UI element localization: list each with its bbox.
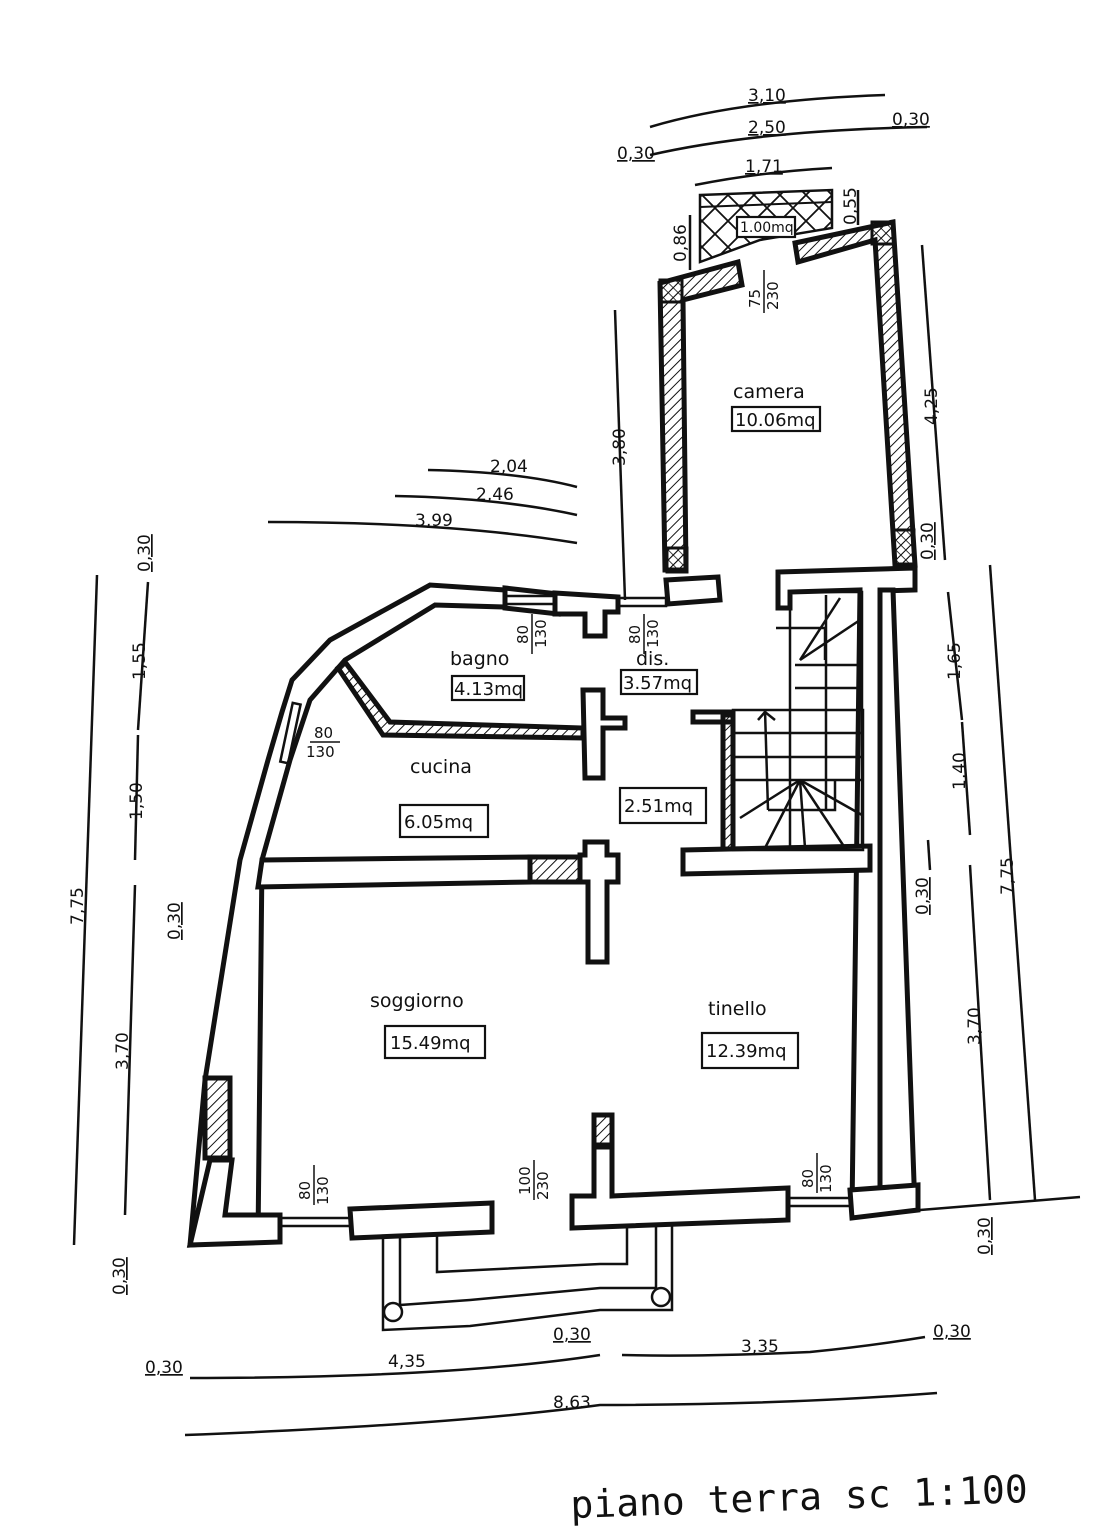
room-tinello: tinello	[708, 998, 767, 1020]
svg-text:130: 130	[644, 619, 662, 648]
area-bagno: 4.13mq	[454, 679, 523, 700]
dimensions-middle: 2,04 2,46 3,99 3,80	[267, 309, 630, 601]
svg-text:0,30: 0,30	[553, 1325, 591, 1345]
plan-title: piano terra sc 1:100	[570, 1467, 1029, 1527]
svg-text:130: 130	[817, 1164, 835, 1193]
svg-text:0,30: 0,30	[135, 534, 155, 572]
staircase	[731, 590, 865, 852]
svg-text:1,50: 1,50	[127, 782, 147, 820]
camera-walls	[657, 218, 918, 574]
svg-text:80: 80	[296, 1181, 314, 1200]
svg-text:7,75: 7,75	[68, 887, 88, 925]
svg-text:1,55: 1,55	[130, 642, 150, 680]
svg-text:2,04: 2,04	[490, 457, 528, 477]
svg-text:4,25: 4,25	[922, 387, 942, 425]
svg-text:0,30: 0,30	[975, 1217, 995, 1255]
svg-text:80: 80	[514, 625, 532, 644]
svg-text:3,10: 3,10	[748, 86, 786, 106]
area-tinello: 12.39mq	[706, 1041, 787, 1062]
room-soggiorno: soggiorno	[370, 990, 464, 1012]
svg-text:7,75: 7,75	[998, 857, 1018, 895]
svg-text:3,35: 3,35	[741, 1337, 779, 1357]
opening-labels: 75 230 80 130 80 130 80 130 80 130 100 2…	[296, 270, 835, 1205]
area-dis: 3.57mq	[623, 673, 692, 694]
outer-walls	[186, 565, 921, 1248]
balcony-area: 1.00mq	[740, 220, 794, 236]
balcony: 1.00mq	[698, 188, 834, 264]
dimensions-right: 4,25 0,30 1,65 1,40 0,30 3,70 0,30 7,75	[913, 244, 1081, 1255]
svg-text:1,40: 1,40	[950, 752, 970, 790]
svg-text:0,30: 0,30	[165, 902, 185, 940]
room-bagno: bagno	[450, 648, 509, 670]
svg-text:0,30: 0,30	[617, 144, 655, 164]
svg-text:2,46: 2,46	[476, 485, 514, 505]
svg-text:80: 80	[626, 625, 644, 644]
svg-text:3,99: 3,99	[415, 511, 453, 531]
svg-text:80: 80	[799, 1169, 817, 1188]
svg-text:0,30: 0,30	[933, 1322, 971, 1342]
svg-text:3,70: 3,70	[113, 1032, 133, 1070]
svg-text:75: 75	[746, 289, 764, 308]
area-disimpegno: 2.51mq	[624, 796, 693, 817]
room-dis: dis.	[636, 648, 669, 670]
area-cucina: 6.05mq	[404, 812, 473, 833]
svg-text:0,30: 0,30	[110, 1257, 130, 1295]
svg-text:3,80: 3,80	[610, 428, 630, 466]
svg-text:100: 100	[516, 1166, 534, 1195]
svg-text:0,86: 0,86	[671, 224, 691, 262]
svg-text:3,70: 3,70	[965, 1007, 985, 1045]
room-camera: camera	[733, 381, 805, 403]
windows	[278, 594, 852, 1228]
svg-text:2,50: 2,50	[748, 118, 786, 138]
svg-text:8,63: 8,63	[553, 1393, 591, 1413]
svg-text:1,71: 1,71	[745, 157, 783, 177]
svg-text:1,65: 1,65	[945, 642, 965, 680]
svg-text:230: 230	[534, 1171, 552, 1200]
svg-text:130: 130	[532, 619, 550, 648]
svg-text:0,30: 0,30	[145, 1358, 183, 1378]
svg-text:0,55: 0,55	[841, 187, 861, 225]
area-camera: 10.06mq	[735, 410, 816, 431]
svg-text:230: 230	[764, 281, 782, 310]
svg-text:0,30: 0,30	[892, 110, 930, 130]
svg-text:130: 130	[314, 1176, 332, 1205]
svg-text:130: 130	[306, 743, 335, 761]
svg-text:0,30: 0,30	[918, 522, 938, 560]
dimensions-top: 3,10 2,50 0,30 0,30 1,71 0,86 0,55	[617, 86, 930, 270]
room-cucina: cucina	[410, 756, 472, 778]
svg-text:4,35: 4,35	[388, 1352, 426, 1372]
dimensions-left: 0,30 1,55 1,50 0,30 3,70 0,30 7,75	[68, 534, 185, 1295]
entrance-steps	[381, 1225, 674, 1332]
area-soggiorno: 15.49mq	[390, 1033, 471, 1054]
svg-text:0,30: 0,30	[913, 877, 933, 915]
svg-text:80: 80	[314, 724, 333, 742]
dimensions-bottom: 0,30 4,35 0,30 3,35 0,30 8,63	[145, 1322, 971, 1437]
